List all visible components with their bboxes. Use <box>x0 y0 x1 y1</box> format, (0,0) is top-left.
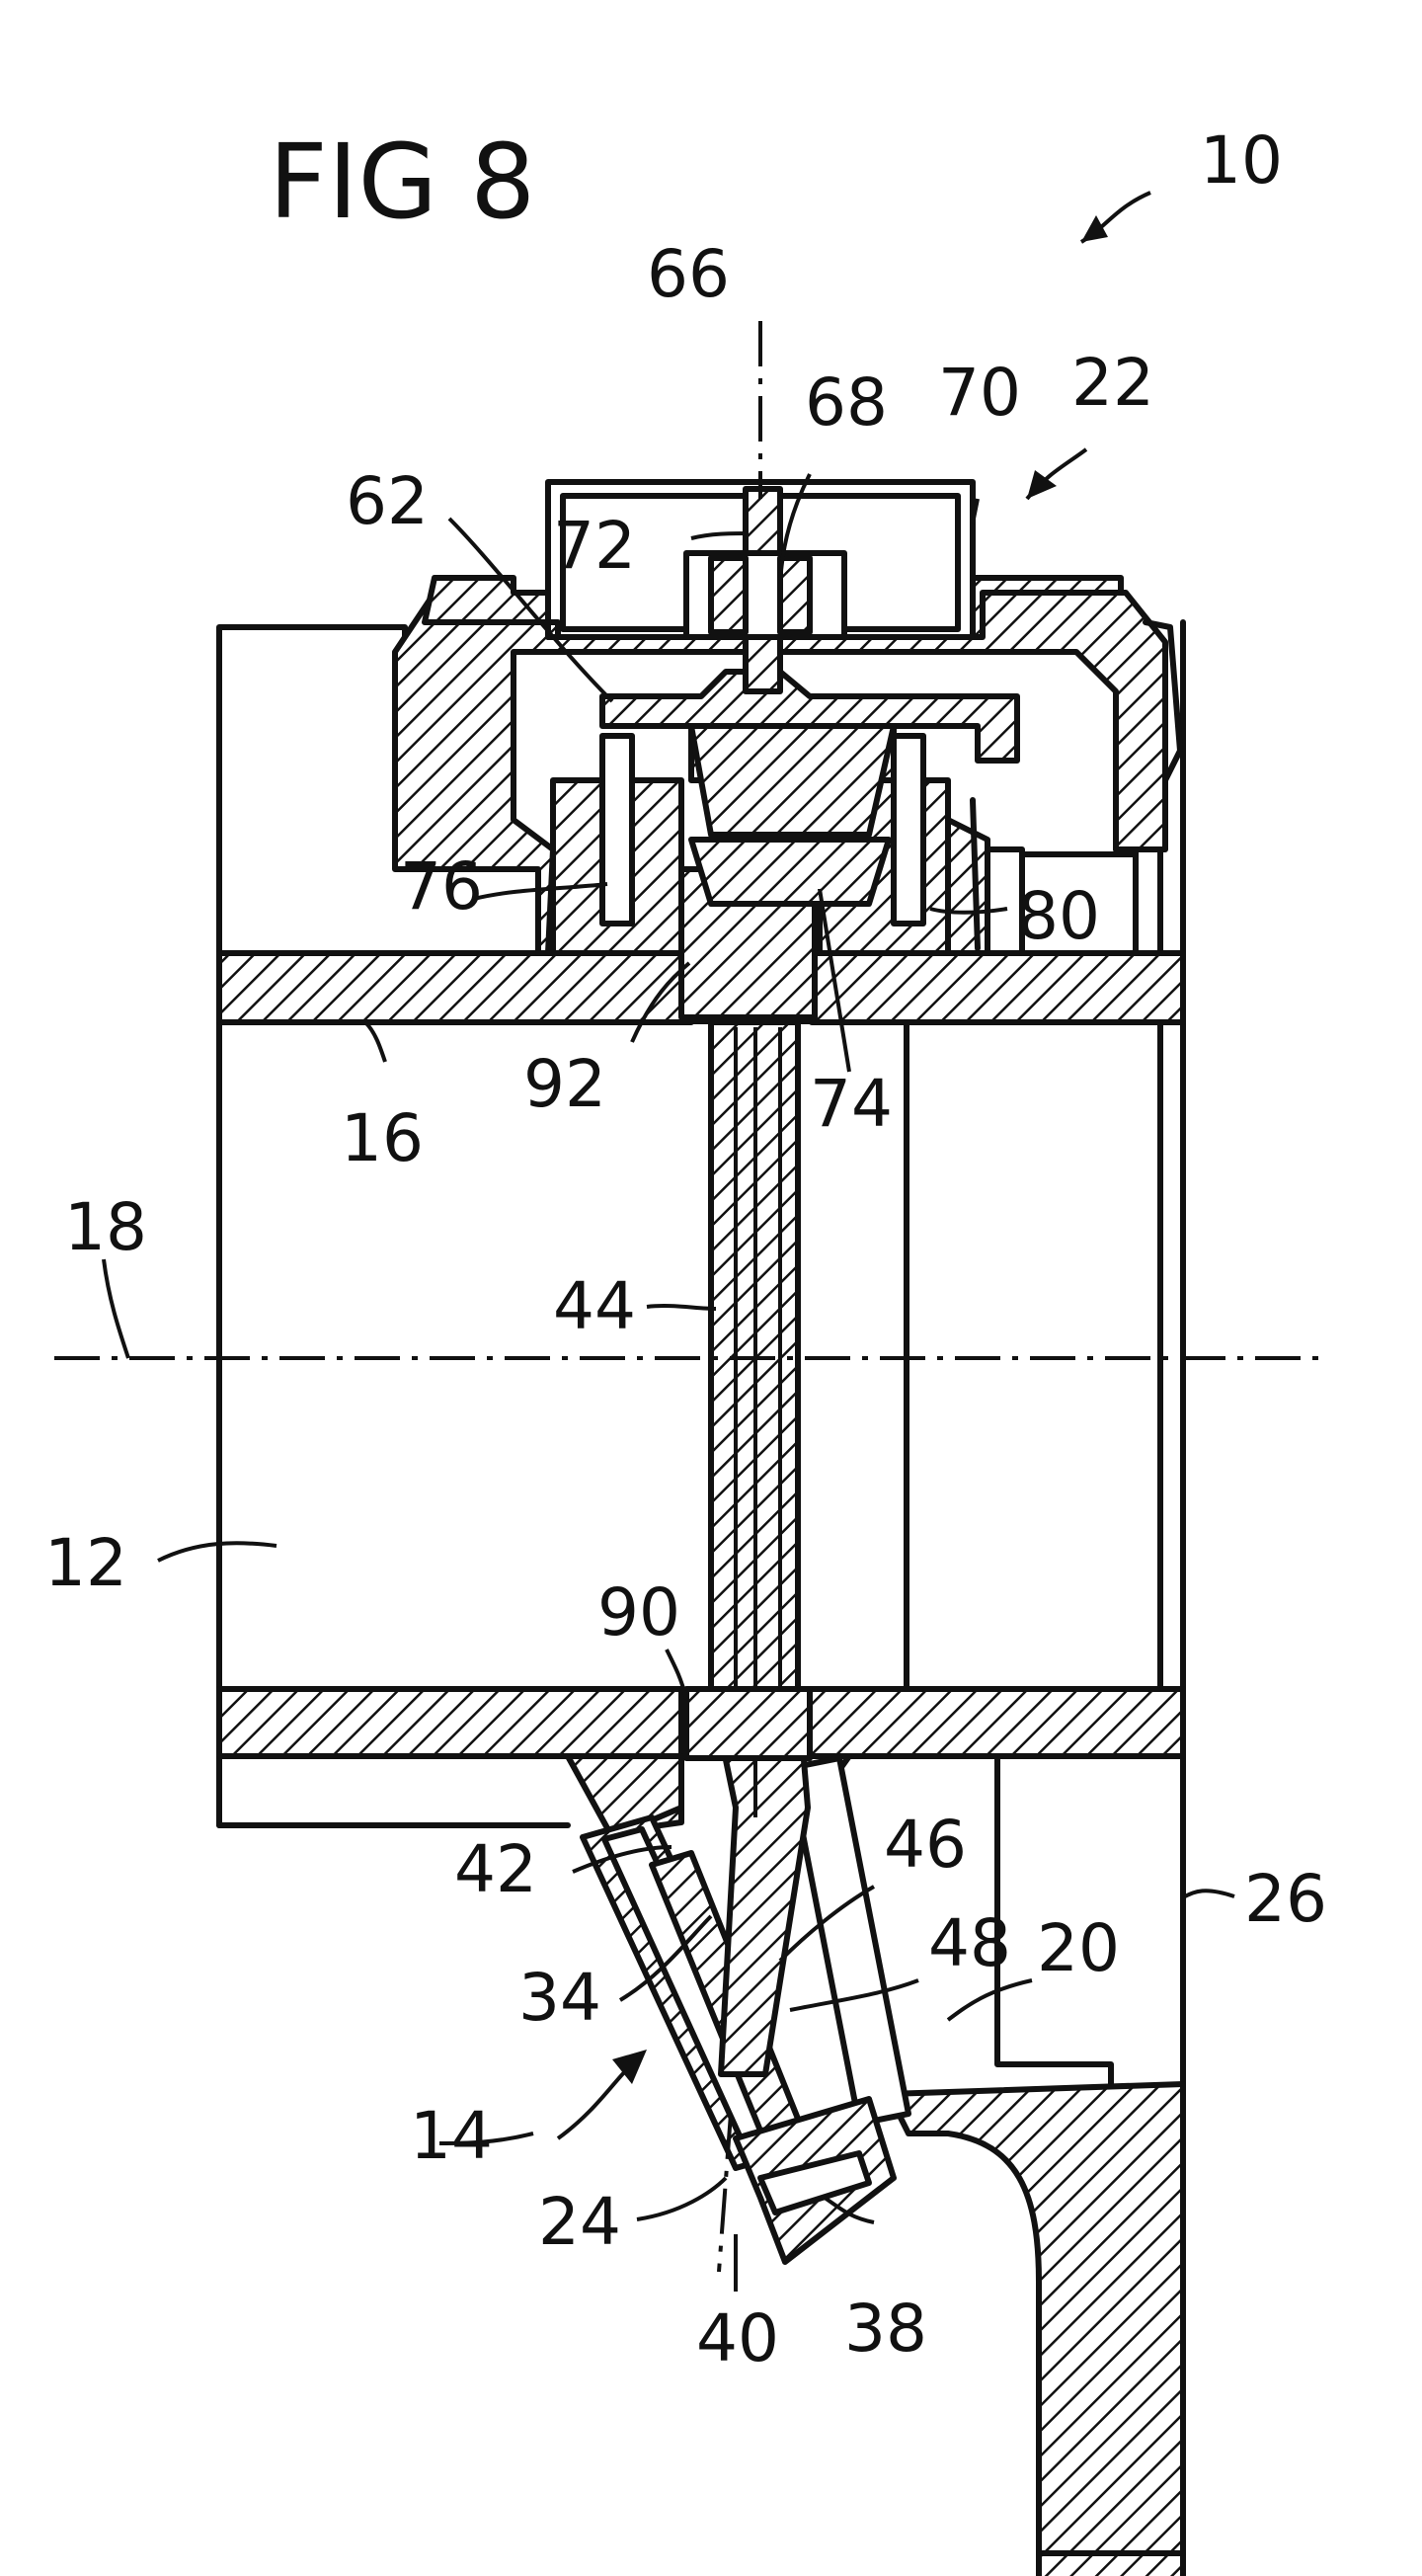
label-14: 14 <box>410 2098 493 2174</box>
spring-76 <box>599 733 926 926</box>
label-70: 70 <box>938 355 1021 431</box>
motor-70 <box>422 479 1124 694</box>
label-38: 38 <box>844 2291 927 2367</box>
label-16: 16 <box>341 1100 424 1176</box>
label-48: 48 <box>928 1905 1011 1981</box>
label-22: 22 <box>1071 345 1154 421</box>
bushing-90 <box>683 1686 813 1761</box>
shaft-44 <box>708 1019 811 2077</box>
label-62: 62 <box>346 463 429 539</box>
label-40: 40 <box>696 2300 779 2376</box>
reference-labels: 10 66 68 70 22 62 72 76 80 92 74 16 18 4… <box>44 122 1327 2376</box>
label-26: 26 <box>1244 1861 1327 1937</box>
label-92: 92 <box>523 1046 606 1122</box>
label-80: 80 <box>1017 878 1100 954</box>
label-72: 72 <box>553 508 636 584</box>
label-20: 20 <box>1037 1910 1120 1986</box>
part-80 <box>970 797 981 951</box>
axis-valve <box>717 2113 733 2273</box>
label-10: 10 <box>1200 122 1283 199</box>
label-46: 46 <box>884 1807 967 1883</box>
label-12: 12 <box>44 1525 127 1601</box>
flange-26 <box>886 1753 1186 2576</box>
label-76: 76 <box>400 848 483 925</box>
label-42: 42 <box>454 1831 537 1907</box>
label-90: 90 <box>597 1574 680 1650</box>
gear-62 <box>599 669 1020 838</box>
label-18: 18 <box>64 1189 147 1265</box>
label-74: 74 <box>810 1066 893 1142</box>
label-34: 34 <box>518 1960 601 2036</box>
label-24: 24 <box>538 2184 621 2260</box>
figure-title: FIG 8 <box>269 121 535 242</box>
label-68: 68 <box>805 364 888 441</box>
part-74 <box>688 837 892 907</box>
label-66: 66 <box>647 236 730 312</box>
leader-lines <box>102 191 1235 2292</box>
label-44: 44 <box>553 1268 636 1344</box>
